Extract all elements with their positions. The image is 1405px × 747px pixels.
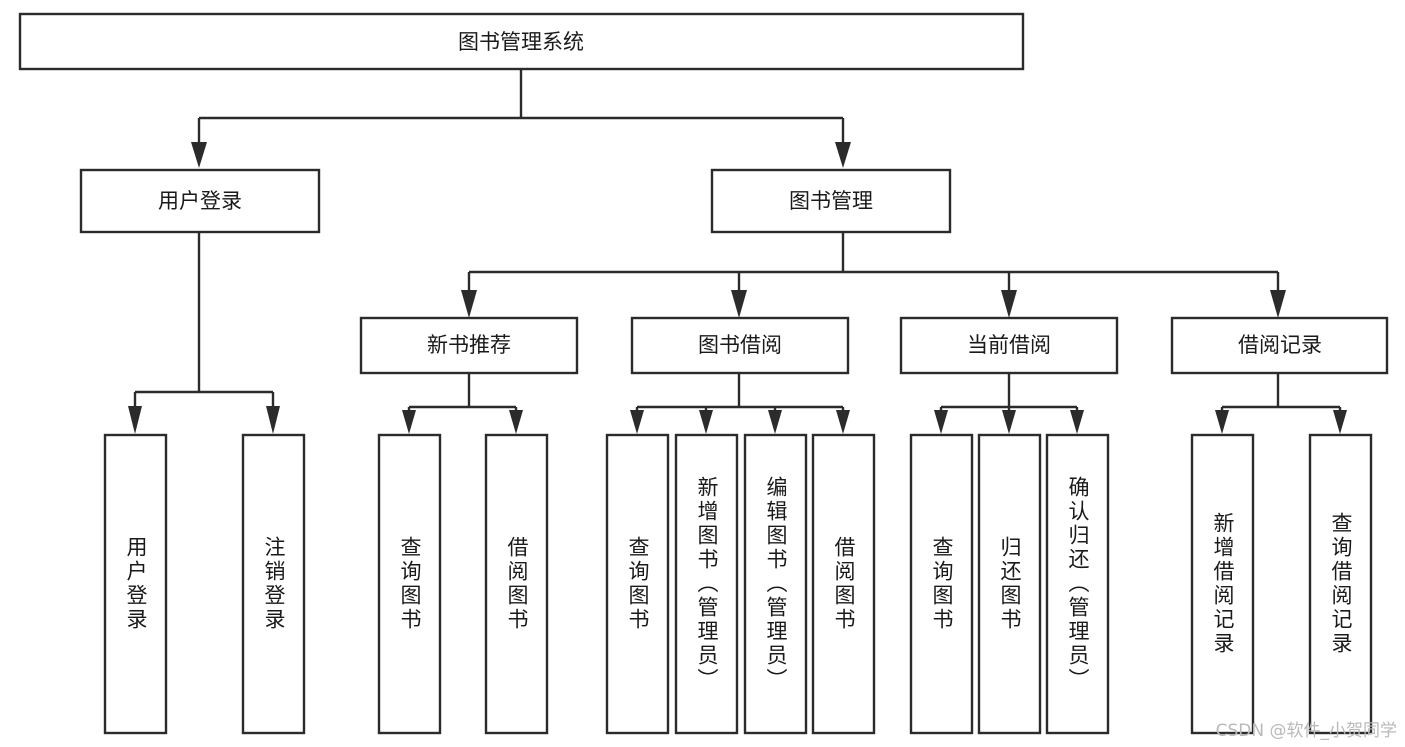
arrow-head-icon (1070, 410, 1084, 434)
arrow-head-icon (191, 142, 207, 168)
leaf-node-newbook-query[interactable] (377, 433, 442, 735)
arrow-head-icon (461, 290, 477, 318)
node-book-management[interactable]: 图书管理 (710, 168, 952, 234)
arrow-head-icon (1333, 410, 1347, 434)
arrow-head-icon (1215, 410, 1229, 434)
node-root[interactable]: 图书管理系统 (18, 12, 1025, 71)
arrow-head-icon (1270, 290, 1286, 318)
arrow-head-icon (630, 410, 644, 434)
arrow-head-icon (835, 142, 851, 168)
leaf-node-bookborrow-add[interactable] (674, 433, 739, 735)
leaf-node-user-login-logout[interactable] (241, 433, 306, 735)
connector-bookborrow-to-leaves (630, 373, 850, 434)
node-book-borrow-label: 图书借阅 (698, 333, 782, 357)
node-root-label: 图书管理系统 (458, 30, 584, 54)
node-current-borrow-label: 当前借阅 (967, 333, 1051, 357)
leaf-node-bookborrow-edit[interactable] (743, 433, 808, 735)
arrow-head-icon (1001, 290, 1017, 318)
connector-newbook-to-leaves (402, 373, 523, 434)
arrow-head-icon (699, 410, 713, 434)
leaf-node-borrowrecord-query[interactable] (1308, 433, 1373, 735)
arrow-head-icon (266, 406, 280, 434)
connector-root-to-level1 (191, 69, 851, 168)
arrow-head-icon (934, 410, 948, 434)
node-user-login[interactable]: 用户登录 (79, 168, 321, 234)
connector-currentborrow-to-leaves (934, 373, 1084, 434)
arrow-head-icon (128, 406, 142, 434)
leaf-node-currentborrow-return[interactable] (977, 433, 1042, 735)
leaf-node-user-login-login[interactable] (103, 433, 168, 735)
node-new-book-recommend-label: 新书推荐 (427, 333, 511, 357)
node-user-login-label: 用户登录 (158, 189, 242, 213)
arrow-head-icon (768, 410, 782, 434)
node-book-borrow[interactable]: 图书借阅 (630, 316, 850, 375)
node-book-management-label: 图书管理 (789, 189, 873, 213)
connector-bookmgmt-to-level2 (461, 233, 1286, 318)
node-new-book-recommend[interactable]: 新书推荐 (359, 316, 579, 375)
leaf-node-bookborrow-query[interactable] (605, 433, 670, 735)
arrow-head-icon (509, 410, 523, 434)
leaf-node-bookborrow-borrow[interactable] (811, 433, 876, 735)
node-current-borrow[interactable]: 当前借阅 (899, 316, 1119, 375)
node-borrow-record[interactable]: 借阅记录 (1170, 316, 1389, 375)
watermark: CSDN @软件_小贺同学 (1215, 721, 1397, 741)
leaf-node-newbook-borrow[interactable] (484, 433, 549, 735)
connector-borrowrecord-to-leaves (1215, 373, 1347, 434)
arrow-head-icon (402, 410, 416, 434)
leaf-node-currentborrow-confirm[interactable] (1045, 433, 1110, 735)
node-borrow-record-label: 借阅记录 (1238, 333, 1322, 357)
arrow-head-icon (836, 410, 850, 434)
leaf-node-borrowrecord-add[interactable] (1190, 433, 1255, 735)
leaf-node-currentborrow-query[interactable] (909, 433, 974, 735)
arrow-head-icon (1002, 410, 1016, 434)
connector-userlogin-to-leaves (128, 233, 280, 434)
arrow-head-icon (731, 290, 747, 318)
